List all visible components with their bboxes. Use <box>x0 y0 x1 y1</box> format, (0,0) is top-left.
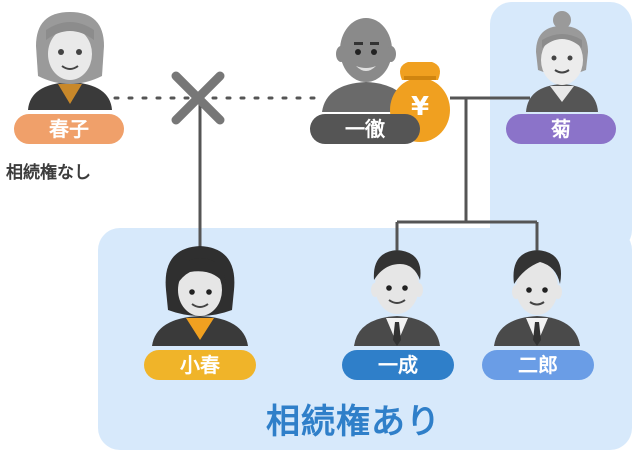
kiku-avatar <box>526 11 598 112</box>
jiro-name-badge: 二郎 <box>482 350 594 380</box>
haruko-name-badge: 春子 <box>14 114 124 144</box>
kazunari-name-badge: 一成 <box>342 350 454 380</box>
cross-mark <box>171 71 225 125</box>
koharu-avatar <box>152 246 248 346</box>
yen-symbol: ¥ <box>410 92 430 122</box>
haruko-no-inheritance-note: 相続権なし <box>6 163 91 183</box>
kiku-name-badge: 菊 <box>506 114 616 144</box>
haruko-avatar <box>28 12 112 110</box>
inheritance-zone-label: 相続権あり <box>266 402 441 442</box>
jiro-avatar <box>494 250 580 346</box>
koharu-name-badge: 小春 <box>144 350 256 380</box>
ittetsu-avatar <box>322 18 410 112</box>
ittetsu-name-badge: 一徹 <box>310 114 420 144</box>
kazunari-avatar <box>354 250 440 346</box>
